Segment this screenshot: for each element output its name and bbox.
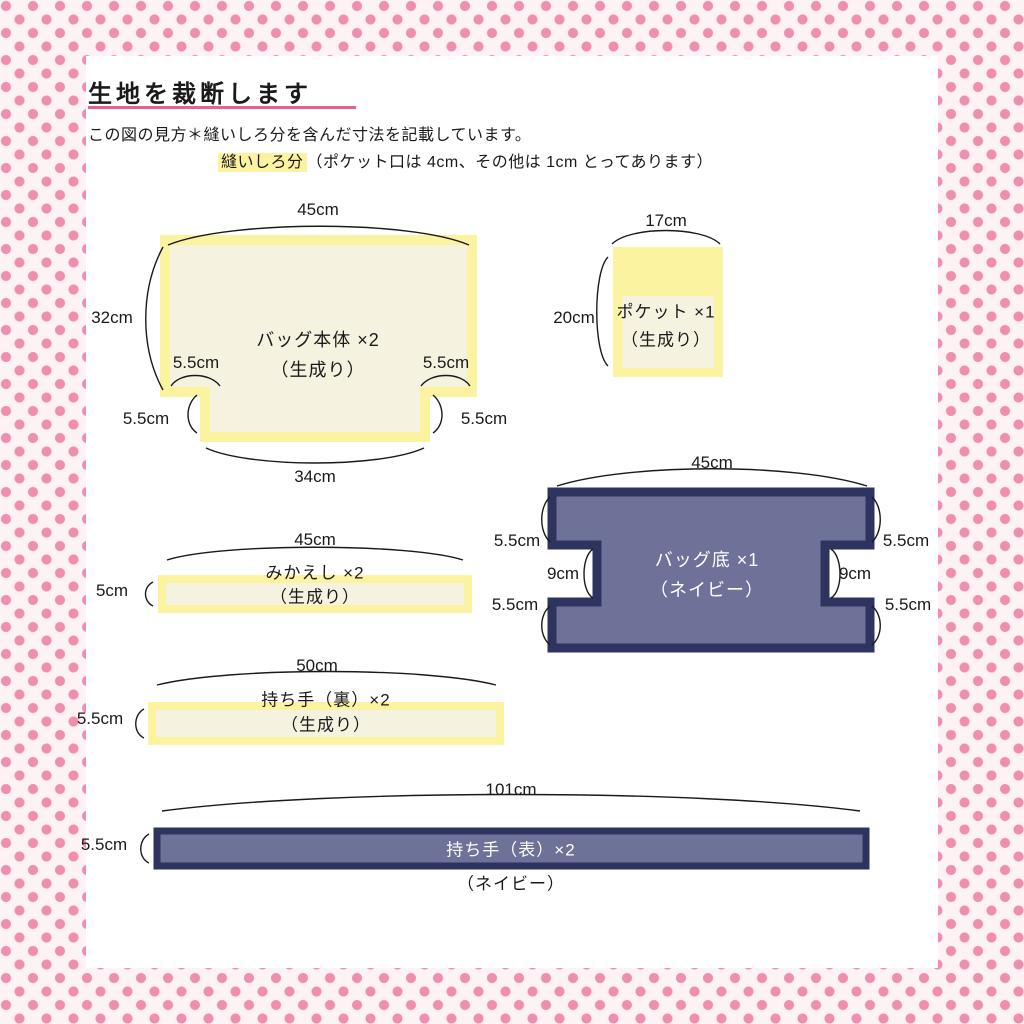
piece-material-handle-front: （ネイビー）	[457, 874, 565, 894]
dim-bottom-bottom-left: 5.5cm	[491, 595, 539, 614]
seam-allowance-note: 縫いしろ分（ポケット口は 4cm、その他は 1cm とってあります）	[218, 148, 713, 172]
dim-facing-top: 45cm	[294, 530, 336, 549]
piece-label-bottom: バッグ底 ×1	[654, 550, 760, 570]
dim-handle-front-top: 101cm	[485, 780, 537, 799]
dim-body-left: 32cm	[91, 308, 133, 327]
intro-text: この図の見方＊縫いしろ分を含んだ寸法を記載しています。	[88, 127, 532, 144]
dim-pocket-top: 17cm	[645, 211, 687, 230]
dim-body-bottom: 34cm	[294, 467, 336, 486]
piece-material-body: （生成り）	[270, 360, 366, 380]
page-title: 生地を裁断します	[88, 81, 312, 108]
title-underline	[88, 106, 356, 109]
piece-label-handle-back: 持ち手（裏）×2	[261, 690, 391, 710]
dim-bottom-top-left: 5.5cm	[493, 531, 541, 550]
dim-bottom-top-right: 5.5cm	[882, 531, 930, 550]
seam-highlight: 縫いしろ分	[218, 153, 307, 172]
dim-body-notch-outer-left: 5.5cm	[122, 409, 170, 428]
dim-bottom-mid-left: 9cm	[546, 564, 580, 583]
dim-bottom-bottom-right: 5.5cm	[884, 595, 932, 614]
piece-material-bottom: （ネイビー）	[650, 580, 764, 600]
content-panel	[86, 56, 938, 968]
dim-handle-back-top: 50cm	[296, 656, 338, 675]
dim-body-notch-outer-right: 5.5cm	[460, 409, 508, 428]
dim-facing-left: 5cm	[95, 581, 129, 600]
dim-body-top: 45cm	[297, 200, 339, 219]
dim-bottom-mid-right: 9cm	[838, 564, 872, 583]
piece-label-facing: みかえし ×2	[265, 563, 365, 583]
piece-material-handle-back: （生成り）	[281, 715, 371, 735]
piece-material-facing: （生成り）	[270, 587, 360, 607]
piece-label-body: バッグ本体 ×2	[256, 330, 380, 350]
dim-handle-back-left: 5.5cm	[76, 709, 124, 728]
dim-body-notch-inner-left: 5.5cm	[172, 353, 220, 372]
dim-handle-front-left: 5.5cm	[80, 835, 128, 854]
piece-label-pocket: ポケット ×1	[616, 302, 716, 322]
dim-pocket-left: 20cm	[553, 308, 595, 327]
dim-bottom-top: 45cm	[691, 453, 733, 472]
seam-note: （ポケット口は 4cm、その他は 1cm とってあります）	[306, 154, 714, 171]
dim-body-notch-inner-right: 5.5cm	[422, 353, 470, 372]
piece-label-handle-front: 持ち手（表）×2	[446, 840, 576, 860]
piece-material-pocket: （生成り）	[621, 330, 711, 350]
